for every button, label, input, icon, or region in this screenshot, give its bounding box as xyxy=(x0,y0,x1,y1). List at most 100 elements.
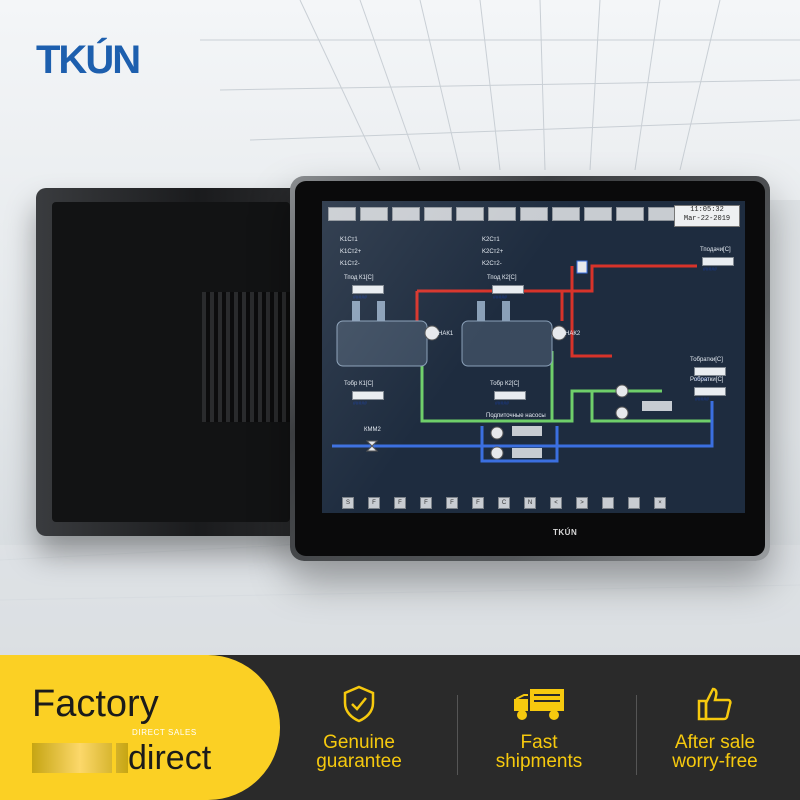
hmi-button-next[interactable]: > xyxy=(576,497,588,509)
background-architecture: TKÚN xyxy=(0,0,800,655)
value-tobr-k2: ##### xyxy=(494,391,526,407)
label-tobratki: Тобратки[С] xyxy=(690,357,723,363)
cold-pipe xyxy=(420,351,662,423)
boiler-1 xyxy=(336,301,428,367)
heat-sink-vent xyxy=(202,292,302,422)
filter-icon xyxy=(512,426,542,436)
label-tpodachi: Тподачи[С] xyxy=(700,247,731,253)
monitor-front-view: 11:05:32 Mar-22-2019 xyxy=(290,176,770,561)
label-k2c2m: K2Ст2- xyxy=(482,261,502,267)
label-k1c2p: K1Ст2+ xyxy=(340,249,362,255)
bar-separator xyxy=(112,743,116,773)
feature-after-sale-line2: worry-free xyxy=(672,751,758,772)
clock-date: Mar-22-2019 xyxy=(683,215,731,223)
hot-pipe xyxy=(570,266,612,358)
monitor-back-panel xyxy=(52,202,302,522)
label-nak1: НАК1 xyxy=(438,331,454,337)
hmi-button-blank[interactable] xyxy=(628,497,640,509)
feature-genuine: Genuine guarantee xyxy=(284,685,434,771)
feature-banner: Factory DIRECT SALES direct Genuine guar… xyxy=(0,655,800,800)
hmi-top-button[interactable] xyxy=(360,207,388,221)
label-k1c2m: K1Ст2- xyxy=(340,261,360,267)
hmi-button-prev[interactable]: < xyxy=(550,497,562,509)
hmi-top-button[interactable] xyxy=(392,207,420,221)
hmi-button-f[interactable]: F xyxy=(394,497,406,509)
factory-direct-badge: Factory DIRECT SALES direct xyxy=(0,655,280,800)
label-tobr-k2: Тобр К2[С] xyxy=(490,381,520,387)
hmi-top-button[interactable] xyxy=(520,207,548,221)
label-tpod-k1: Тпод К1[С] xyxy=(344,275,374,281)
hmi-button-f[interactable]: F xyxy=(420,497,432,509)
label-nak2: НАК2 xyxy=(565,331,581,337)
return-pipe xyxy=(332,401,714,448)
feature-fast-line1: Fast xyxy=(520,732,558,753)
pump-icon[interactable] xyxy=(615,406,629,420)
process-diagram xyxy=(332,260,714,463)
feature-fast-line2: shipments xyxy=(495,751,583,772)
pump-icon[interactable] xyxy=(490,426,504,440)
hmi-top-button[interactable] xyxy=(584,207,612,221)
label-pumps: Подпиточные насосы xyxy=(486,413,546,419)
hot-pipe xyxy=(417,264,697,293)
delivery-truck-icon xyxy=(514,689,564,720)
hmi-button-f[interactable]: F xyxy=(472,497,484,509)
feature-divider xyxy=(457,695,458,775)
hmi-top-button[interactable] xyxy=(328,207,356,221)
hmi-top-button[interactable] xyxy=(488,207,516,221)
hmi-button-f[interactable]: F xyxy=(368,497,380,509)
shield-check-icon xyxy=(343,685,375,723)
hmi-button-f[interactable]: F xyxy=(446,497,458,509)
hmi-button-close[interactable]: × xyxy=(654,497,666,509)
feature-after-sale: After sale worry-free xyxy=(640,685,790,771)
hmi-top-button[interactable] xyxy=(616,207,644,221)
feature-after-sale-line1: After sale xyxy=(674,732,756,753)
value-tpod-k1: ##### xyxy=(352,285,384,301)
monitor-brand-logo: TKÚN xyxy=(553,528,578,537)
value-tpodachi: ##### xyxy=(702,257,734,273)
monitor-bezel: 11:05:32 Mar-22-2019 xyxy=(295,181,765,556)
filter-icon xyxy=(642,401,672,411)
value-robratki: ##### xyxy=(694,387,726,403)
hmi-button-n[interactable]: N xyxy=(524,497,536,509)
hmi-bottom-toolbar: S F F F F F C N < > × xyxy=(342,497,666,509)
pump-nak2-icon[interactable] xyxy=(551,325,567,341)
value-tobratki: ##### xyxy=(694,367,726,383)
hmi-button-blank[interactable] xyxy=(602,497,614,509)
hmi-top-button[interactable] xyxy=(456,207,484,221)
sensor-icon xyxy=(576,260,588,274)
brand-logo: TKÚN xyxy=(36,38,141,82)
factory-heading: Factory xyxy=(32,683,159,725)
label-robratki: Робратки[С] xyxy=(690,377,724,383)
boiler-2 xyxy=(461,301,553,367)
hmi-top-button[interactable] xyxy=(424,207,452,221)
feature-divider xyxy=(636,695,637,775)
return-pipe xyxy=(480,426,559,463)
pump-icon[interactable] xyxy=(490,446,504,460)
hmi-top-button[interactable] xyxy=(552,207,580,221)
thumbs-up-icon xyxy=(697,687,732,721)
hmi-button-s[interactable]: S xyxy=(342,497,354,509)
label-tpod-k2: Тпод К2[С] xyxy=(487,275,517,281)
hmi-top-toolbar xyxy=(328,207,676,221)
direct-sales-label: DIRECT SALES xyxy=(132,728,197,737)
filter-icon xyxy=(512,448,542,458)
label-tobr-k1: Тобр К1[С] xyxy=(344,381,374,387)
hmi-button-c[interactable]: C xyxy=(498,497,510,509)
label-k1c1: K1Ст1 xyxy=(340,237,358,243)
pump-nak1-icon[interactable] xyxy=(424,325,440,341)
pump-icon[interactable] xyxy=(615,384,629,398)
hmi-screen: 11:05:32 Mar-22-2019 xyxy=(322,201,745,513)
clock-time: 11:05:32 xyxy=(690,206,724,214)
label-kmm2: КММ2 xyxy=(364,427,381,433)
monitor-back-view xyxy=(36,188,304,536)
feature-fast: Fast shipments xyxy=(464,685,614,771)
direct-heading: direct xyxy=(128,739,212,777)
label-k2c1: K2Ст1 xyxy=(482,237,500,243)
building-interior-illustration xyxy=(0,0,800,601)
label-k2c2p: K2Ст2+ xyxy=(482,249,504,255)
valve-kmm2-icon[interactable] xyxy=(365,440,379,452)
value-tpod-k2: ##### xyxy=(492,285,524,301)
hmi-clock: 11:05:32 Mar-22-2019 xyxy=(674,205,740,227)
value-tobr-k1: ##### xyxy=(352,391,384,407)
feature-genuine-line2: guarantee xyxy=(316,751,402,772)
